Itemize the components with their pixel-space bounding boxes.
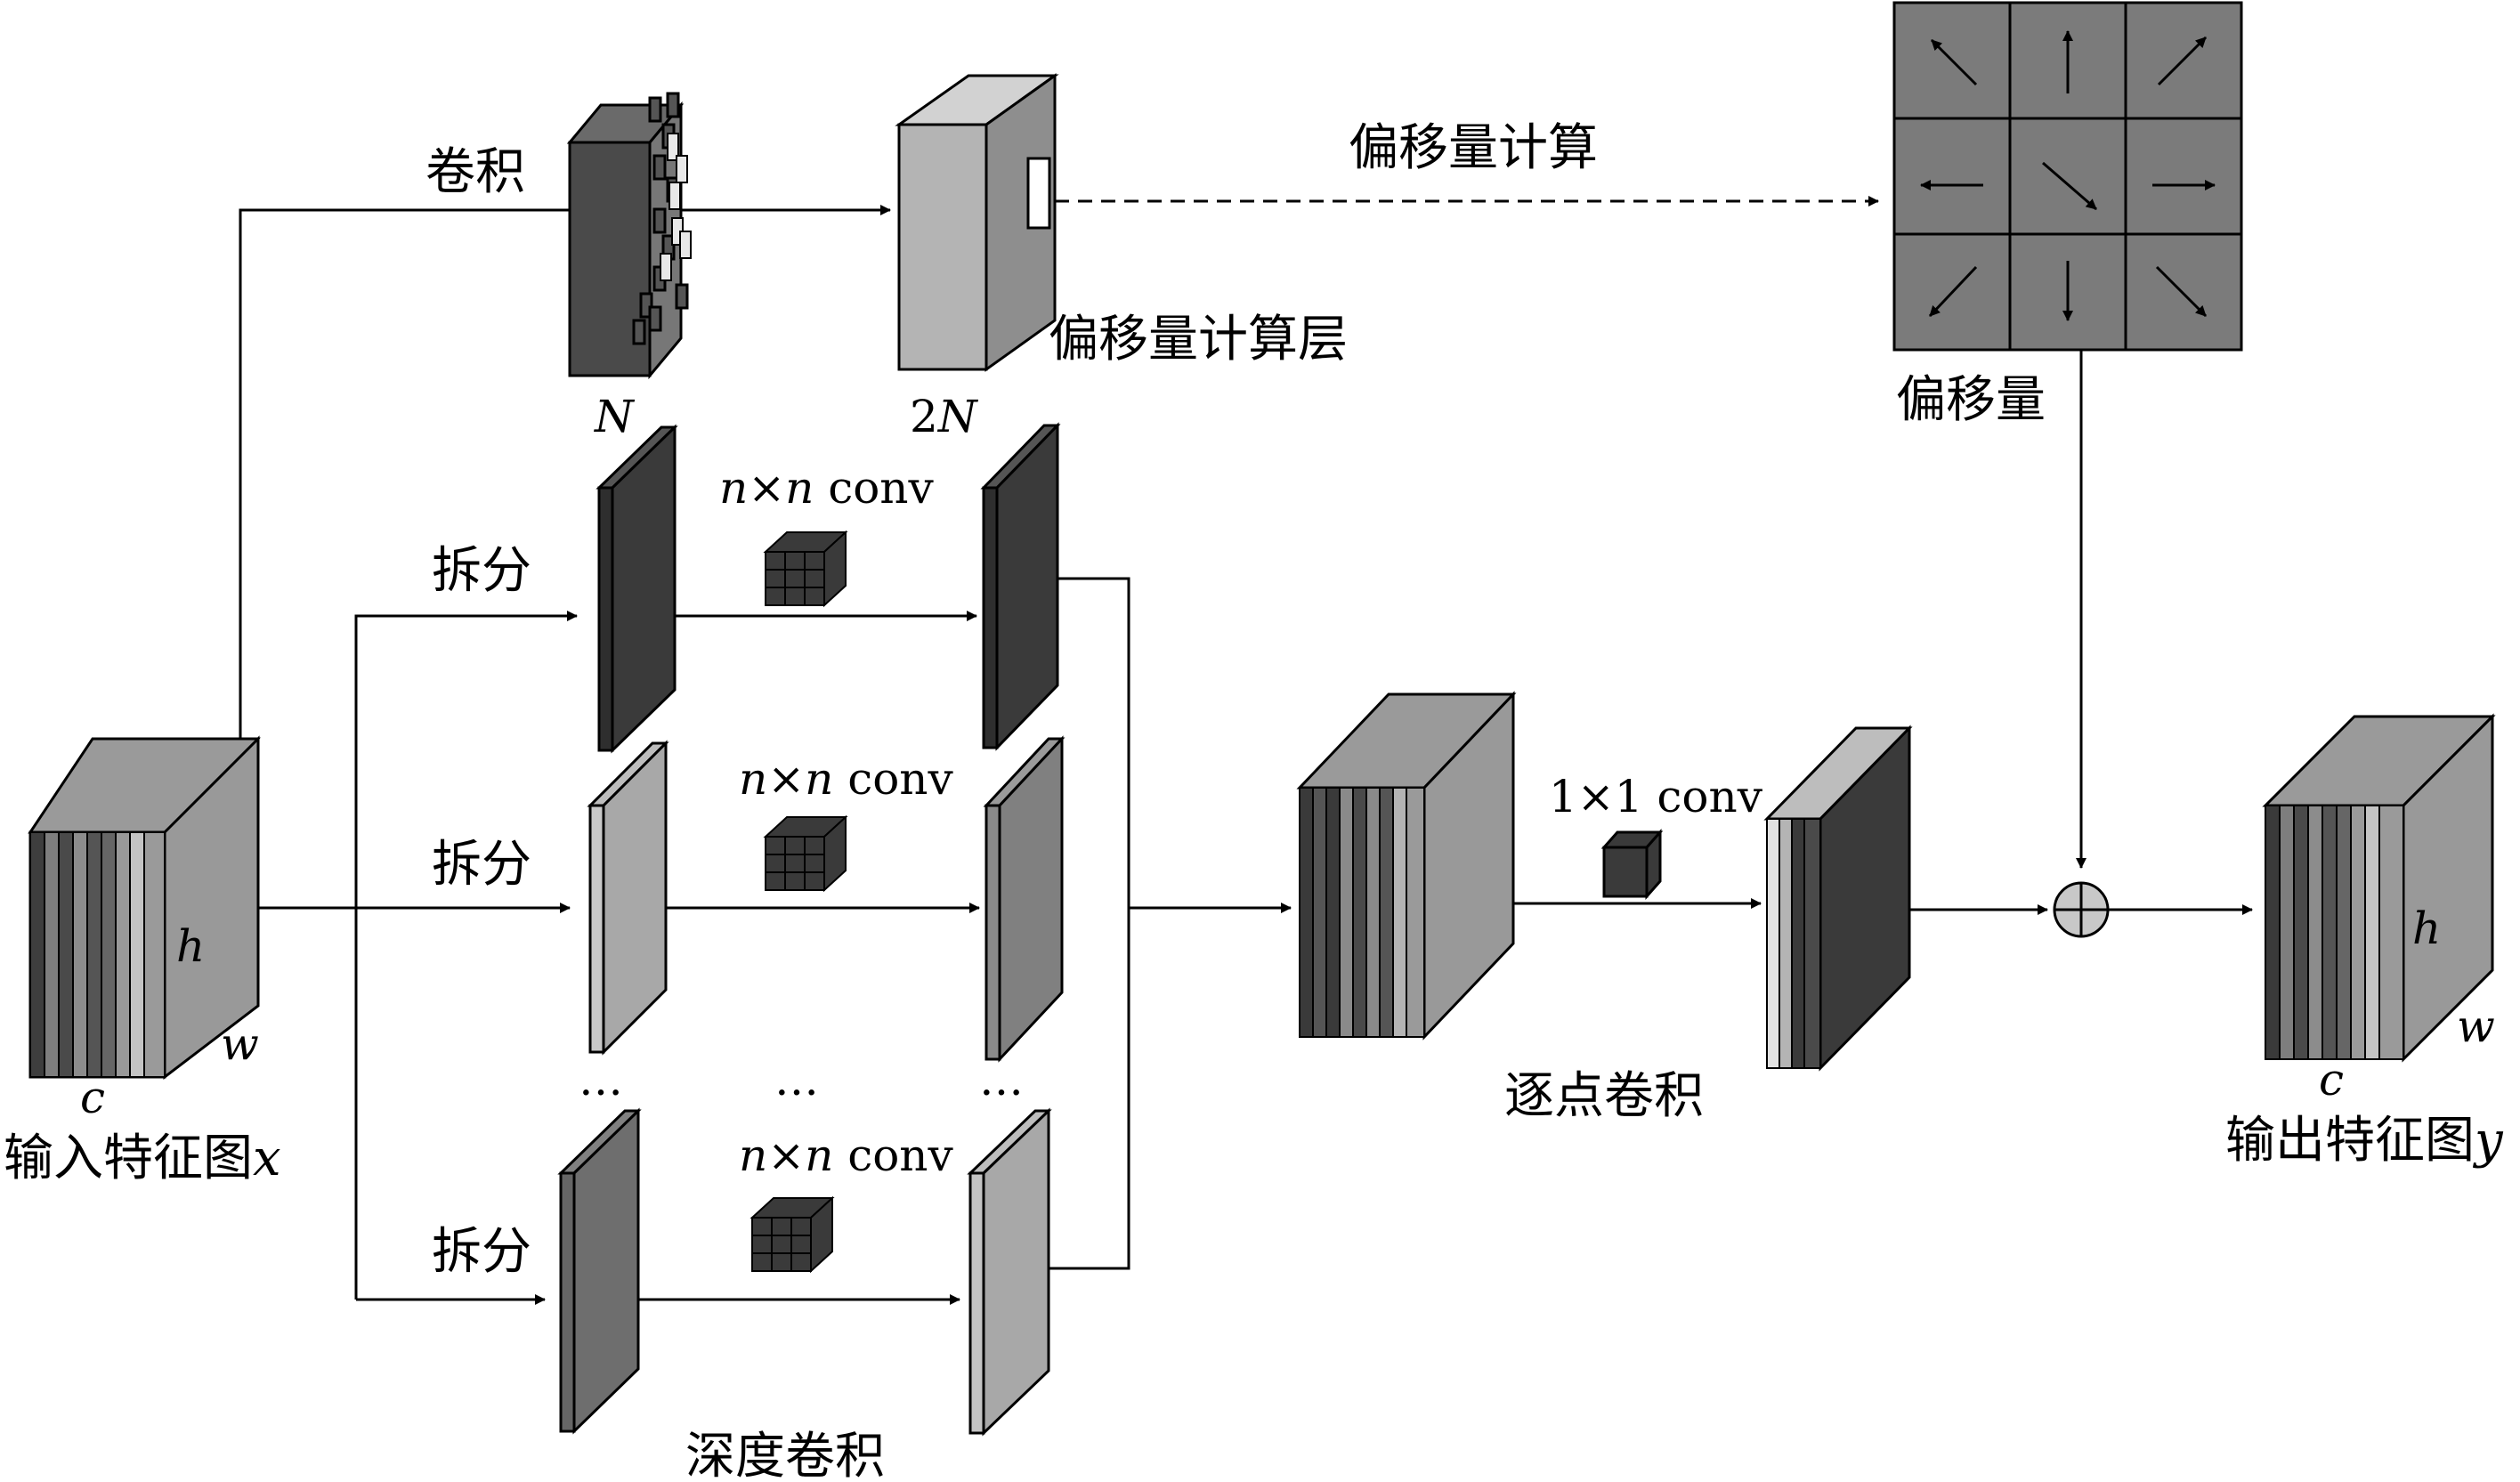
offset-label: 偏移量 (1896, 371, 2046, 429)
split-label-2: 拆分 (432, 836, 531, 894)
input-var: x (253, 1130, 281, 1187)
split-label-3: 拆分 (432, 1223, 531, 1281)
svg-text:n×n conv: n×n conv (719, 462, 935, 514)
nxn-2-a: n (739, 753, 767, 805)
input-h-label: h (176, 920, 205, 972)
svg-text:n×n conv: n×n conv (739, 753, 954, 805)
n-label: N (594, 391, 636, 442)
offset-grid: 偏移量 (1892, 1, 2243, 429)
nxn-2-d: conv (833, 753, 953, 805)
input-feature-map: h w c 输入特征图x (4, 735, 281, 1187)
output-feature-map: h w c 输出特征图y (2225, 713, 2504, 1170)
svg-text:n×n conv: n×n conv (739, 1130, 954, 1181)
pointwise-output: 逐点卷积 (1504, 725, 2048, 1125)
arrow-down-right-icon (2042, 161, 2097, 211)
depthwise-row-3: n×n conv (557, 908, 1130, 1437)
kernel-cube-2 (763, 814, 848, 893)
offset-calc-layer: 2N 偏移量计算层 (895, 73, 1348, 442)
nxn-1-d: conv (814, 462, 934, 514)
arrow-up-right-icon (2157, 36, 2208, 86)
two-n-prefix: 2 (910, 391, 938, 442)
ellipsis-2: … (774, 1054, 819, 1105)
offset-layer-label: 偏移量计算层 (1049, 311, 1348, 368)
arrow-up-left-icon (1930, 38, 1978, 86)
one-by-one-label: 1×1 conv (1549, 771, 1763, 822)
add-node (2053, 881, 2253, 938)
split-label-1: 拆分 (432, 542, 531, 600)
offset-calc-label: 偏移量计算 (1349, 119, 1598, 177)
ellipsis-3: … (979, 1054, 1024, 1105)
nxn-1-c: n (785, 462, 814, 514)
depthwise-label: 深度卷积 (685, 1428, 885, 1482)
depthwise-branches: 拆分 拆分 拆分 n×n conv (258, 422, 1292, 1482)
nxn-1-a: n (719, 462, 748, 514)
nxn-3-d: conv (833, 1130, 953, 1181)
svg-text:输出特征图y: 输出特征图y (2225, 1112, 2504, 1170)
output-var: y (2472, 1112, 2504, 1170)
nxn-2-c: n (805, 753, 833, 805)
nxn-1-b: × (748, 462, 785, 514)
input-title: 输入特征图 (4, 1130, 253, 1187)
depthwise-row-1: n×n conv (596, 422, 1130, 908)
nxn-3-c: n (805, 1130, 833, 1181)
two-n-var: N (937, 391, 979, 442)
arrow-down-left-icon (1928, 265, 1978, 318)
pointwise-label: 逐点卷积 (1504, 1067, 1704, 1125)
kernel-cube-1 (763, 530, 848, 608)
nxn-2-b: × (767, 753, 805, 805)
depthwise-row-2: n×n conv (587, 735, 1292, 1063)
svg-text:2N: 2N (910, 391, 979, 442)
pointwise-kernel-cube (1600, 829, 1664, 900)
conv-label: 卷积 (425, 143, 525, 201)
kernel-cube-3 (750, 1195, 835, 1274)
conv-kernel-block: N (566, 92, 703, 442)
arrow-down-right-icon (2155, 265, 2208, 318)
concat-feature-map (1296, 691, 1762, 1041)
nxn-3-b: × (767, 1130, 805, 1181)
input-w-label: w (221, 1018, 259, 1070)
svg-text:输入特征图x: 输入特征图x (4, 1130, 281, 1187)
output-h-label: h (2412, 903, 2441, 954)
output-w-label: w (2457, 1000, 2495, 1052)
input-c-label: c (80, 1072, 105, 1123)
nxn-3-a: n (739, 1130, 767, 1181)
ellipsis-1: … (579, 1054, 623, 1105)
output-c-label: c (2319, 1054, 2344, 1105)
offset-branch: 卷积 (239, 1, 2243, 869)
output-title: 输出特征图 (2225, 1112, 2475, 1170)
